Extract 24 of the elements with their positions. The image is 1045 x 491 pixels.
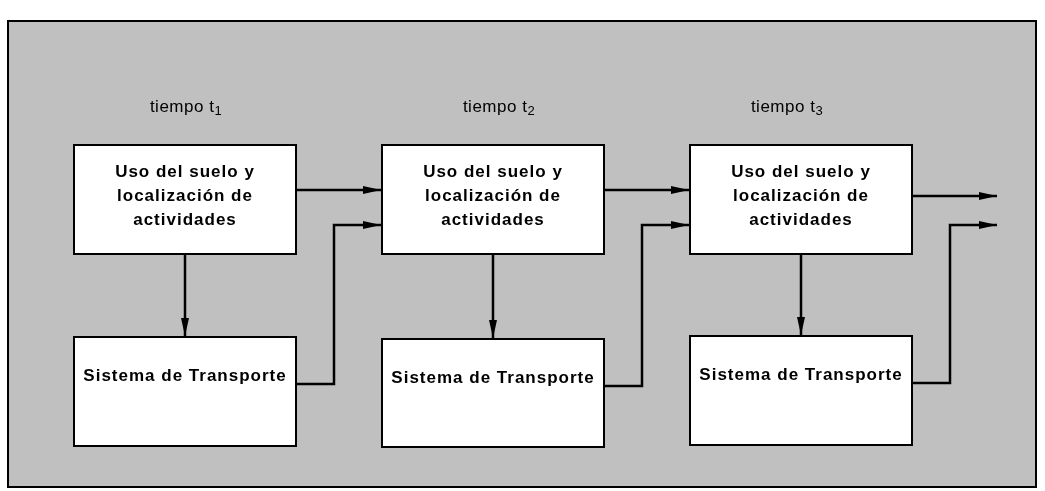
box-label: Uso del suelo y localización de actividades (114, 161, 256, 231)
box-label: Uso del suelo y localización de actividades (730, 161, 872, 231)
box-label: Sistema de Transporte (83, 365, 287, 387)
process-box (73, 144, 297, 255)
box-label: Sistema de Transporte (699, 364, 903, 386)
arrow (489, 255, 497, 338)
arrow (913, 221, 997, 385)
process-box (689, 335, 913, 446)
box-label: Sistema de Transporte (391, 367, 595, 389)
process-box (381, 144, 605, 255)
time-label: tiempo t$_{3}$ (750, 97, 824, 117)
arrow (605, 221, 689, 388)
arrow (913, 192, 997, 200)
arrow (297, 186, 381, 194)
time-label: tiempo t$_{1}$ (149, 97, 223, 117)
process-box (689, 144, 913, 255)
arrow (181, 255, 189, 336)
time-label: tiempo t$_{2}$ (462, 97, 536, 117)
arrow (797, 255, 805, 335)
arrow (605, 186, 689, 194)
arrow (297, 221, 381, 386)
process-box (73, 336, 297, 447)
process-box (381, 338, 605, 448)
box-label: Uso del suelo y localización de actividades (422, 161, 564, 231)
